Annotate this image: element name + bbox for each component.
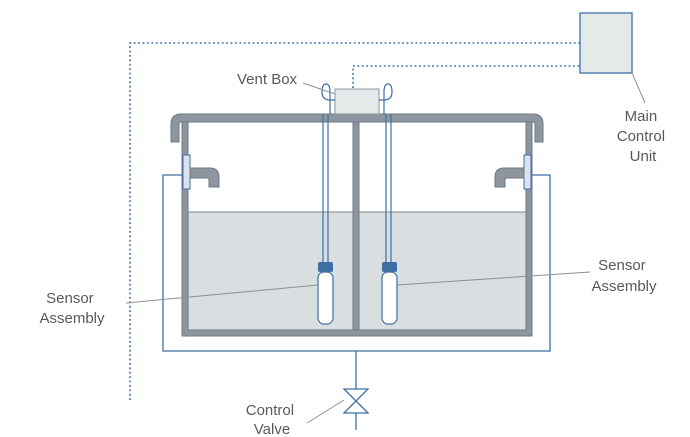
control-valve-label: Control Valve	[246, 402, 299, 437]
sensor-assembly-left-label-line-1: Sensor	[46, 290, 94, 307]
tank-divider	[352, 121, 360, 331]
left-sensor-cable	[321, 83, 335, 262]
control-valve-label-line-1: Control	[246, 402, 294, 419]
main-control-unit-label-line-2: Control	[617, 128, 665, 145]
signal-cable-dotted	[129, 42, 580, 402]
sensor-assembly-right-label-line-2: Assembly	[591, 278, 657, 295]
right-wall-port	[523, 154, 532, 190]
sensor-assembly-right-label-line-1: Sensor	[598, 257, 646, 274]
left-wall-port	[182, 154, 191, 190]
sensor-assembly-left-label: Sensor Assembly	[39, 290, 105, 327]
right-elbow-pipe	[494, 167, 525, 188]
main-control-unit-label-line-3: Unit	[630, 148, 658, 165]
control-valve-label-line-2: Valve	[254, 421, 290, 437]
main-control-unit-box	[579, 12, 633, 74]
main-control-unit-label: Main Control Unit	[617, 108, 670, 165]
right-sensor-assembly	[381, 262, 398, 325]
control-valve-icon	[342, 388, 370, 414]
control-valve-leader	[306, 399, 345, 424]
vent-box	[334, 88, 380, 115]
main-control-unit-label-line-1: Main	[625, 108, 658, 125]
left-sensor-assembly	[317, 262, 334, 325]
main-control-unit-leader	[631, 72, 646, 104]
signal-cable-to-vent-box	[352, 65, 580, 88]
left-elbow-pipe	[189, 167, 220, 188]
sensor-left-leader	[125, 284, 319, 304]
vent-box-leader	[302, 82, 336, 95]
right-sensor-cable	[379, 83, 393, 262]
vent-box-label: Vent Box	[237, 71, 298, 88]
sensor-assembly-left-label-line-2: Assembly	[39, 310, 105, 327]
sensor-right-leader	[396, 271, 591, 286]
sensor-assembly-right-label: Sensor Assembly	[591, 257, 657, 295]
tank-lid-rail	[170, 113, 544, 143]
